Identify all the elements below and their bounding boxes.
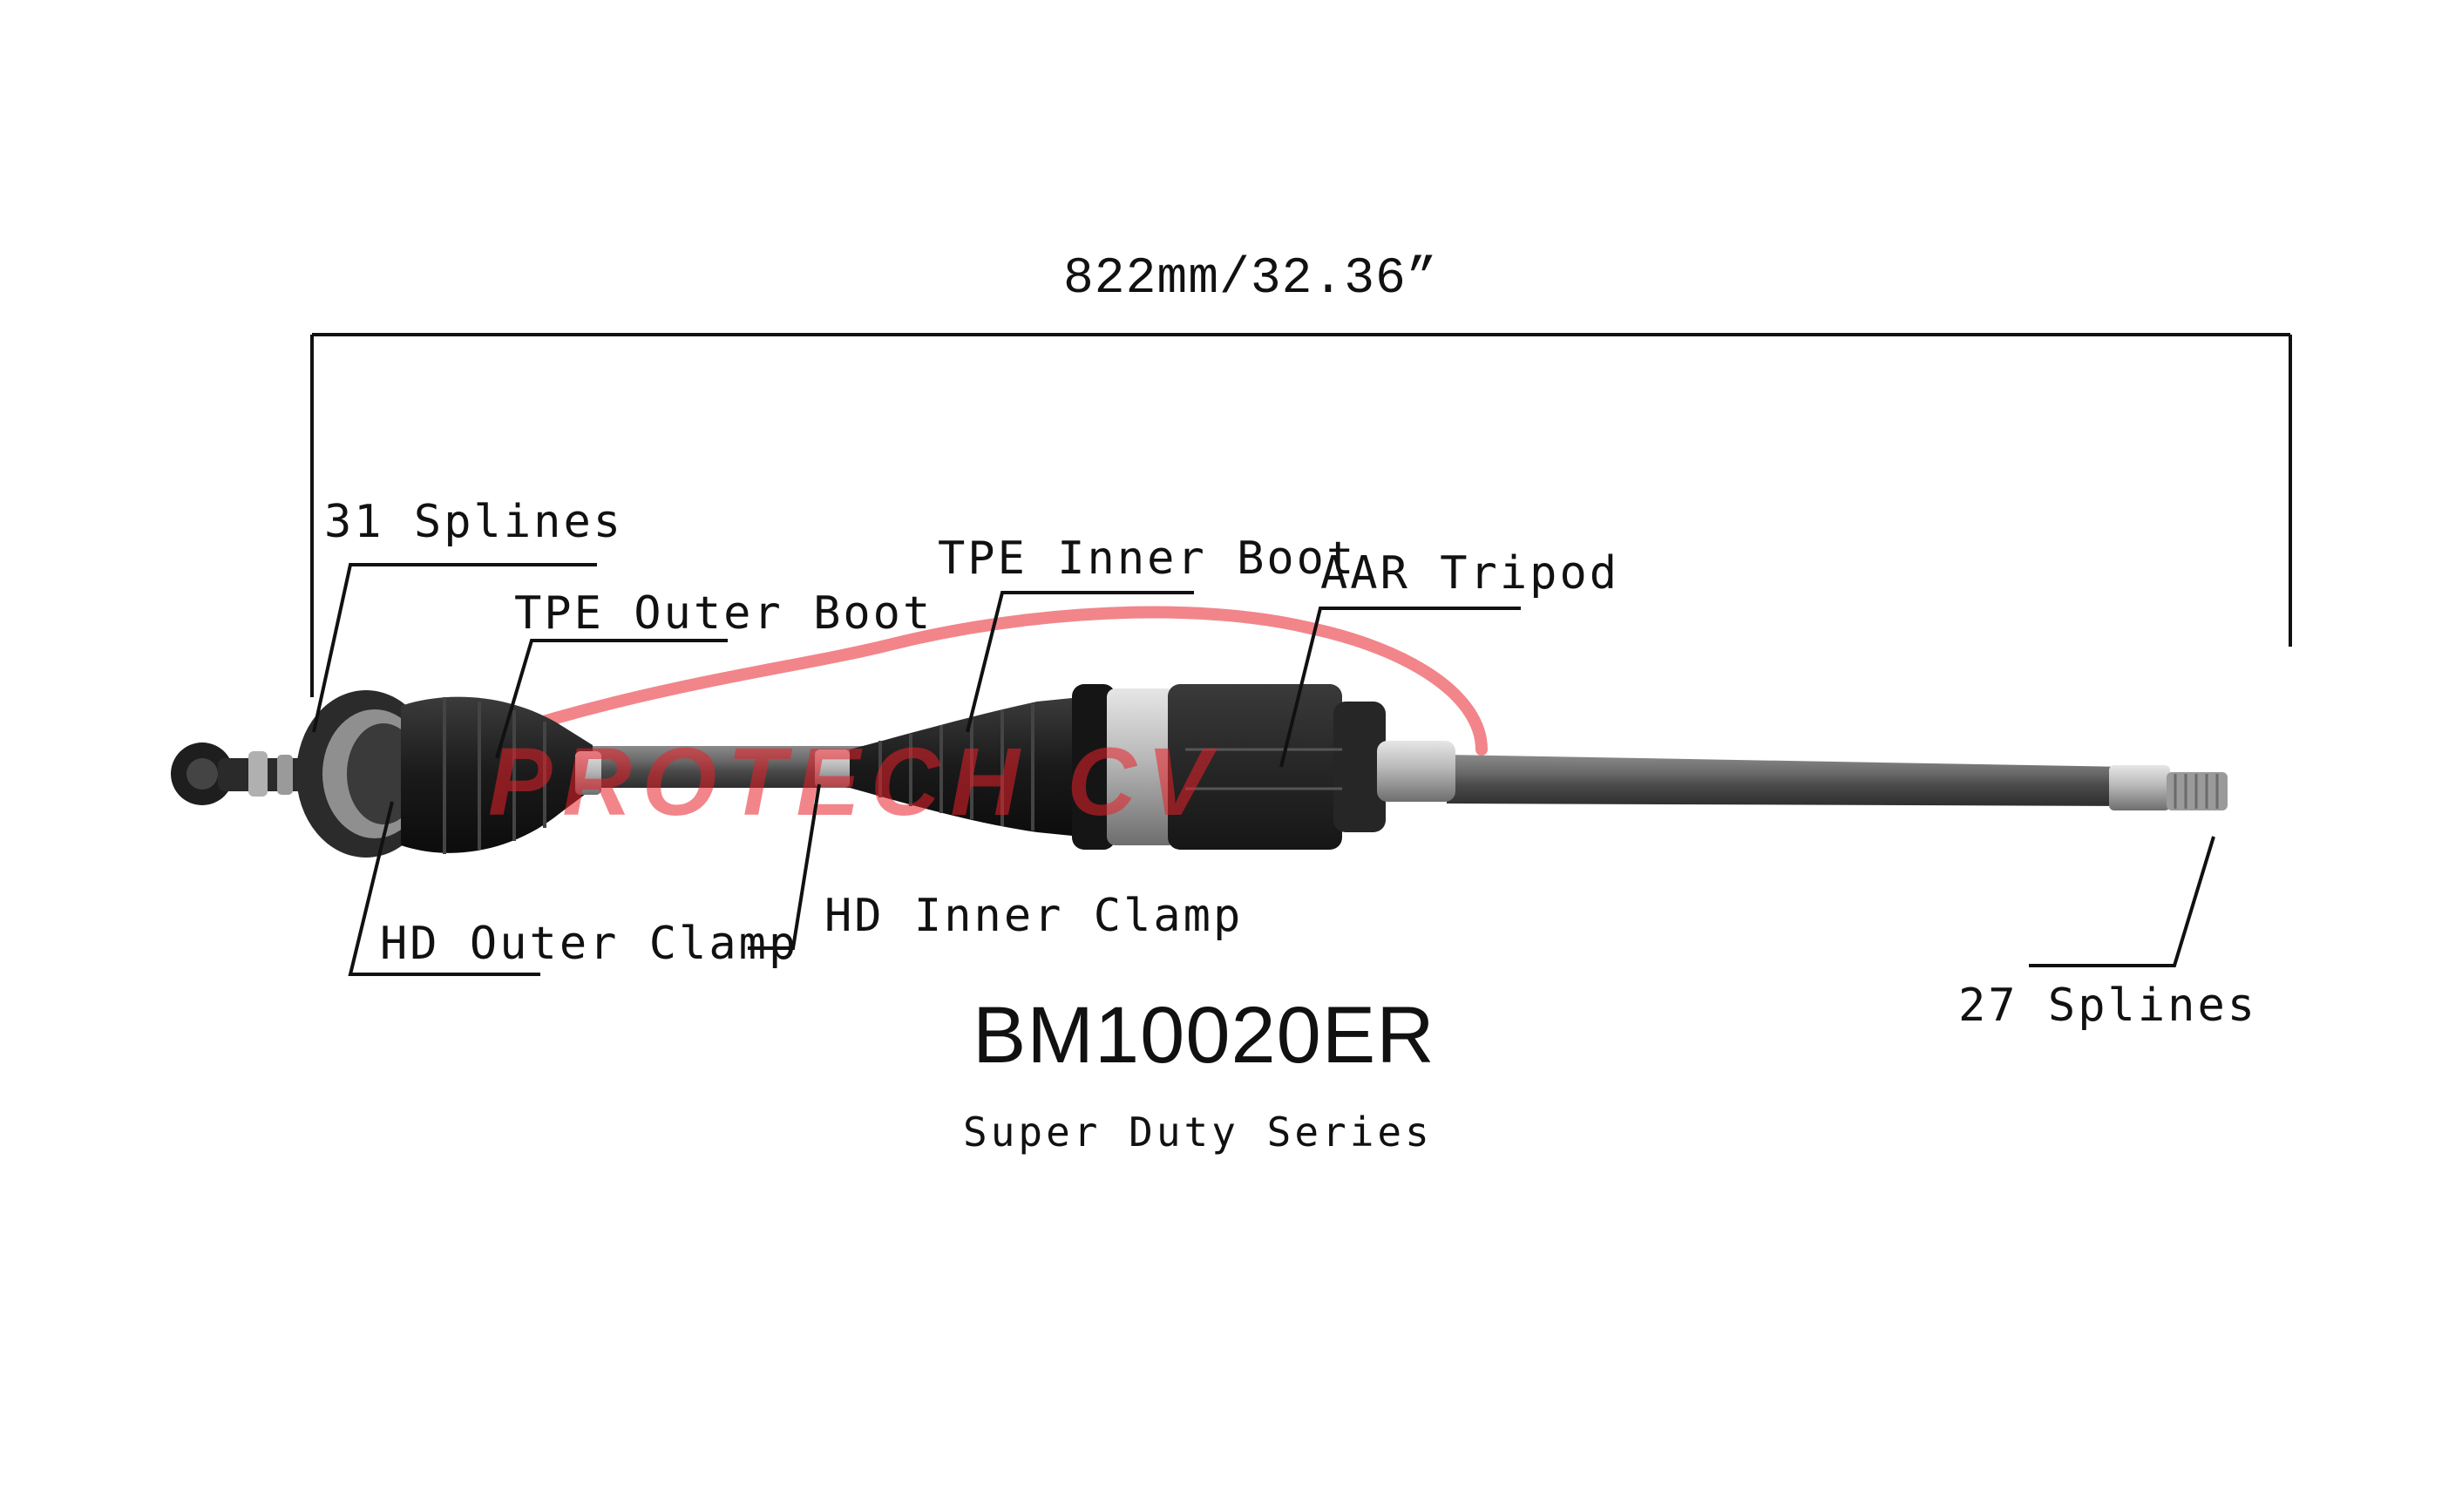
callout-hd-inner-clamp: HD Inner Clamp [824,890,1244,942]
callout-hd-outer-clamp: HD Outer Clamp [380,918,799,970]
callout-31-splines: 31 Splines [324,496,624,548]
overall-length-label: 822mm/32.36” [1063,251,1438,308]
callout-tpe-outer-boot: TPE Outer Boot [514,587,933,640]
outer-stub-spline [171,742,314,805]
leader-outer-clamp [348,801,540,976]
callout-aar-tripod: AAR Tripod [1320,547,1620,600]
leader-outer-boot [495,639,728,759]
part-number: BM10020ER [973,991,1435,1080]
watermark-car-outline [404,606,1488,773]
callout-27-splines: 27 Splines [1958,980,2258,1032]
leader-inner-boot [966,591,1194,733]
leader-tripod [1279,607,1521,768]
axle-shaft [523,746,2228,810]
watermark-logo: PROTECH CV [488,729,1221,836]
leader-31-splines [312,563,597,733]
tripod-housing [1107,684,1455,850]
series-name: Super Duty Series [963,1109,1433,1156]
dimension-bracket [310,333,2292,697]
leader-27-splines [2029,836,2215,967]
callout-tpe-inner-boot: TPE Inner Boot [938,532,1357,585]
inner-boot [815,684,1116,850]
leader-inner-clamp [748,783,821,950]
outer-boot [401,696,601,854]
